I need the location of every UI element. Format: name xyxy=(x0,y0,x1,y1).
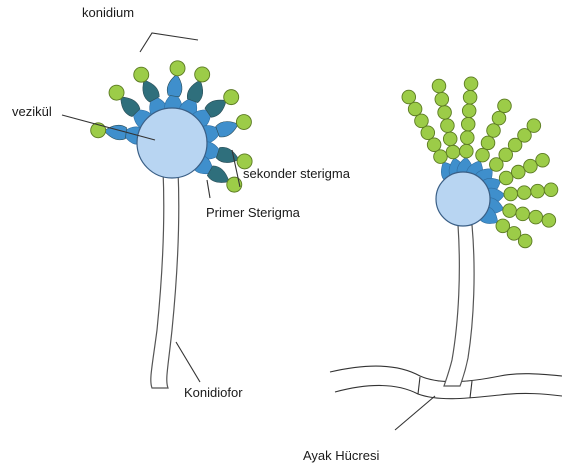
conidium xyxy=(195,67,210,82)
conidium xyxy=(421,126,435,140)
konidium-label: konidium xyxy=(82,5,134,20)
left-conidiophore xyxy=(91,61,252,388)
conidium xyxy=(435,92,449,106)
left-stalk xyxy=(151,170,179,388)
conidium xyxy=(498,99,512,113)
right-stalk xyxy=(444,225,474,386)
conidium xyxy=(415,114,429,128)
conidium xyxy=(434,150,448,164)
primer-sterigma-leader xyxy=(207,180,210,198)
sekonder-sterigma-label: sekonder sterigma xyxy=(243,166,351,181)
conidium xyxy=(518,234,532,248)
primer-sterigma-label: Primer Sterigma xyxy=(206,205,301,220)
secondary-sterigma xyxy=(167,74,182,97)
conidium xyxy=(504,187,518,201)
konidiofor-leader xyxy=(176,342,200,382)
conidium xyxy=(542,214,556,228)
conidium xyxy=(487,124,501,138)
secondary-sterigma xyxy=(187,80,202,103)
conidium xyxy=(408,102,422,116)
conidium xyxy=(460,144,474,158)
conidium xyxy=(529,210,543,224)
conidium xyxy=(527,119,541,133)
conidium xyxy=(224,90,239,105)
conidium xyxy=(516,207,530,221)
conidium xyxy=(481,136,495,150)
conidium xyxy=(236,115,251,130)
ayak-hucresi-leader xyxy=(395,396,435,430)
conidium xyxy=(432,79,446,93)
conidium xyxy=(517,186,531,200)
vezikul-label: vezikül xyxy=(12,104,52,119)
conidium xyxy=(446,145,460,159)
foot-cell-septum-left xyxy=(418,377,420,394)
conidium xyxy=(170,61,185,76)
secondary-sterigma xyxy=(216,147,239,162)
conidium xyxy=(443,132,457,146)
secondary-sterigma xyxy=(216,122,239,137)
conidium xyxy=(461,117,475,131)
conidium xyxy=(536,153,550,167)
conidium xyxy=(492,111,506,125)
hypha-lower-edge xyxy=(335,386,562,399)
foot-cell-septum-right xyxy=(470,381,472,398)
conidium xyxy=(511,165,525,179)
conidium xyxy=(402,90,416,104)
conidium xyxy=(462,104,476,118)
conidium xyxy=(441,119,455,133)
conidium xyxy=(499,171,513,185)
conidium xyxy=(544,183,558,197)
conidium xyxy=(438,106,452,120)
conidium xyxy=(476,148,490,162)
conidium xyxy=(503,204,517,218)
conidium xyxy=(109,85,124,100)
left-vesicle xyxy=(137,108,207,178)
conidium xyxy=(134,67,149,82)
konidium-bracket xyxy=(140,33,198,52)
conidium xyxy=(463,90,477,104)
conidium xyxy=(464,77,478,91)
right-conidiophore xyxy=(330,77,562,399)
konidiofor-label: Konidiofor xyxy=(184,385,243,400)
conidium xyxy=(524,159,538,173)
conidium xyxy=(531,184,545,198)
right-vesicle xyxy=(436,172,490,226)
conidium xyxy=(460,131,474,145)
conidium xyxy=(427,138,441,152)
ayak-hucresi-label: Ayak Hücresi xyxy=(303,448,379,463)
